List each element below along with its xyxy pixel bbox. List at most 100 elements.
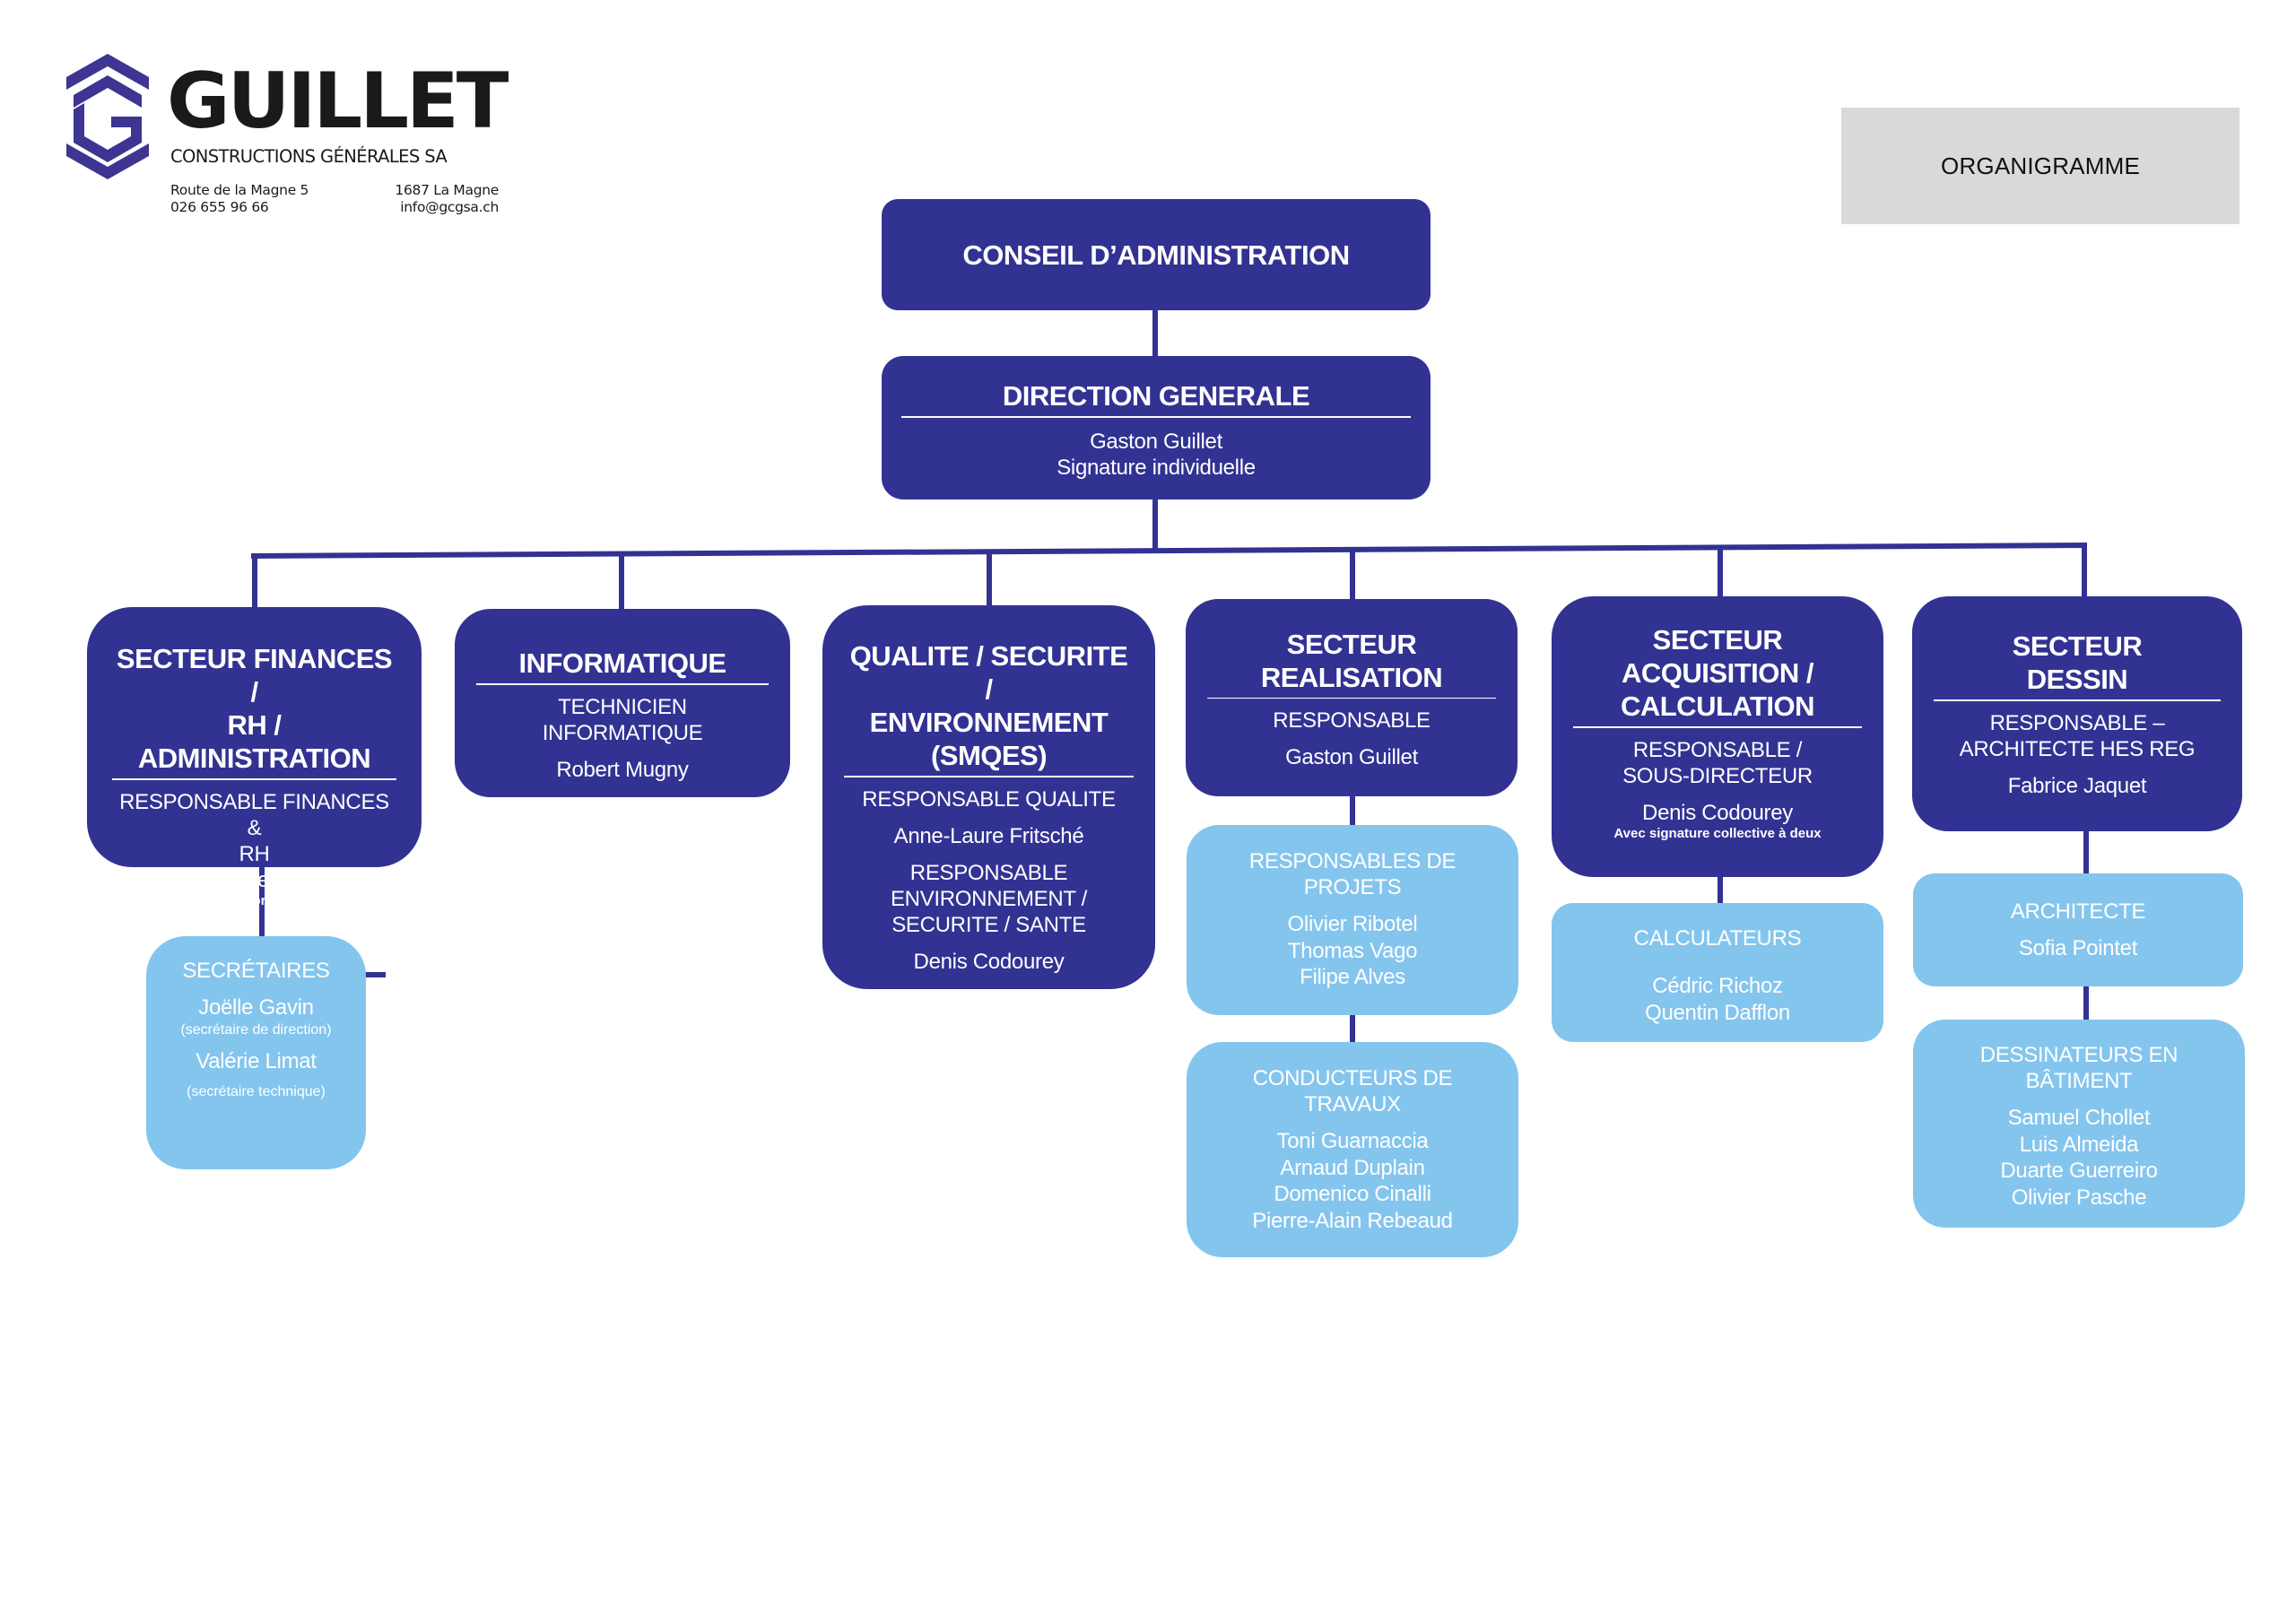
team-member-name: Cédric Richoz [1652, 974, 1783, 998]
divider [476, 683, 769, 685]
team-member-name: Luis Almeida [2019, 1132, 2139, 1157]
node-person: Gaston Guillet [1090, 430, 1222, 454]
node-title-line: SECTEUR [1652, 624, 1783, 656]
node-role-line: RESPONSABLE – [1989, 711, 2165, 735]
divider [844, 776, 1134, 777]
company-logo: GUILLET CONSTRUCTIONS GÉNÉRALES SA Route… [61, 54, 509, 224]
street-address: Route de la Magne 5 [170, 182, 309, 198]
divider [1207, 698, 1496, 699]
node-title-line: ACQUISITION / [1622, 657, 1813, 689]
node-dessinateurs: DESSINATEURS EN BÂTIMENT Samuel Chollet … [1913, 1020, 2245, 1228]
node-title-line: INFORMATIQUE [518, 647, 726, 679]
node-title-line: ENVIRONNEMENT [869, 707, 1109, 738]
node-conducteurs-travaux: CONDUCTEURS DE TRAVAUX Toni Guarnaccia A… [1187, 1042, 1518, 1257]
node-role-line: RESPONSABLE / [1632, 738, 1803, 762]
node-title-line: QUALITE / SECURITE / [849, 640, 1128, 705]
node-role-line: TECHNICIEN INFORMATIQUE [542, 695, 703, 745]
node-role-line: RH [239, 842, 270, 866]
node-role-line: ENVIRONNEMENT / [890, 887, 1088, 911]
node-person: Robert Mugny [556, 758, 689, 782]
team-member-name: Sofia Pointet [2018, 936, 2138, 960]
node-informatique: INFORMATIQUE TECHNICIEN INFORMATIQUE Rob… [455, 609, 790, 797]
node-role-line: ARCHITECTE HES REG [1959, 737, 2196, 761]
divider [1573, 726, 1862, 728]
node-note: Signature individuelle [1057, 456, 1256, 480]
team-member-name: Arnaud Duplain [1280, 1155, 1425, 1180]
node-responsables-projets: RESPONSABLES DE PROJETS Olivier Ribotel … [1187, 825, 1518, 1015]
node-person: Denis Codourey [1642, 801, 1793, 825]
node-role-line: SECURITE / SANTE [891, 913, 1086, 937]
document-title: ORGANIGRAMME [1941, 152, 2140, 179]
node-person: Denis Codourey [913, 950, 1065, 974]
team-title: SECRÉTAIRES [182, 959, 330, 983]
node-secretaires: SECRÉTAIRES Joëlle Gavin (secrétaire de … [146, 936, 366, 1169]
node-secteur-acquisition: SECTEUR ACQUISITION / CALCULATION RESPON… [1552, 596, 1883, 877]
node-note: Avec signature collective à deux [1613, 826, 1822, 841]
team-title-line: TRAVAUX [1304, 1092, 1401, 1116]
node-person: Fabrice Jaquet [2007, 774, 2147, 798]
node-role-line: RESPONSABLE QUALITE [862, 787, 1116, 812]
company-name: GUILLET [167, 56, 509, 146]
team-member-note: (secrétaire de direction) [180, 1021, 332, 1038]
team-title: ARCHITECTE [2010, 899, 2146, 924]
node-title-line: CALCULATION [1620, 690, 1815, 722]
node-role-line: RESPONSABLE [909, 861, 1068, 885]
team-title-line: PROJETS [1303, 875, 1402, 899]
node-title-line: SECTEUR [1286, 629, 1417, 660]
node-architecte: ARCHITECTE Sofia Pointet [1913, 873, 2243, 986]
company-subtitle: CONSTRUCTIONS GÉNÉRALES SA [170, 146, 448, 167]
team-member-name: Toni Guarnaccia [1276, 1129, 1429, 1153]
email-address: info@gcgsa.ch [400, 199, 499, 215]
hexagon-g-logo-icon [66, 54, 149, 179]
team-member-name: Samuel Chollet [2007, 1106, 2151, 1130]
node-person: Gaston Guillet [1285, 745, 1418, 769]
team-title-line: DESSINATEURS EN [1979, 1043, 2179, 1067]
divider [1934, 699, 2221, 701]
team-member-name: Joëlle Gavin [198, 995, 314, 1020]
team-title-line: CONDUCTEURS DE [1252, 1066, 1453, 1090]
team-member-name: Domenico Cinalli [1274, 1182, 1431, 1206]
node-secteur-dessin: SECTEUR DESSIN RESPONSABLE – ARCHITECTE … [1912, 596, 2242, 831]
team-member-name: Pierre-Alain Rebeaud [1252, 1208, 1453, 1233]
node-person: Anne-Laure Fritsché [159, 868, 350, 892]
connector-bus [250, 542, 2088, 560]
contact-block: 1687 La Magne info@gcgsa.ch [395, 182, 499, 216]
node-secteur-realisation: SECTEUR REALISATION RESPONSABLE Gaston G… [1186, 599, 1518, 796]
node-note: Fondée de procuration [181, 893, 327, 908]
team-member-name: Filipe Alves [1300, 965, 1405, 989]
node-person: Anne-Laure Fritsché [893, 824, 1084, 848]
node-conseil-administration: CONSEIL D’ADMINISTRATION [882, 199, 1431, 310]
node-title-line: REALISATION [1260, 662, 1443, 693]
team-member-name: Quentin Dafflon [1645, 1000, 1790, 1025]
node-role-line: RESPONSABLE [1273, 708, 1431, 733]
team-member-name: Duarte Guerreiro [2000, 1159, 2158, 1183]
node-qualite-securite: QUALITE / SECURITE / ENVIRONNEMENT (SMQE… [822, 605, 1155, 989]
document-title-box: ORGANIGRAMME [1841, 108, 2239, 224]
team-member-name: Olivier Ribotel [1287, 912, 1418, 936]
node-secteur-finances: SECTEUR FINANCES / RH / ADMINISTRATION R… [87, 607, 422, 908]
node-title-line: SECTEUR FINANCES / [116, 643, 393, 708]
divider [901, 416, 1411, 418]
address-block: Route de la Magne 5 026 655 96 66 [170, 182, 309, 216]
node-title-line: RH / ADMINISTRATION [137, 709, 371, 774]
team-member-name: Valérie Limat [196, 1048, 317, 1073]
node-calculateurs: CALCULATEURS Cédric Richoz Quentin Daffl… [1552, 903, 1883, 1042]
team-member-name: Thomas Vago [1287, 938, 1418, 963]
node-title-line: (SMQES) [930, 740, 1048, 771]
team-title-line: BÂTIMENT [2025, 1069, 2133, 1093]
divider [112, 778, 396, 780]
team-title: CALCULATEURS [1633, 926, 1802, 951]
node-role-line: SOUS-DIRECTEUR [1622, 764, 1813, 788]
team-title-line: RESPONSABLES DE [1248, 849, 1457, 873]
node-title: CONSEIL D’ADMINISTRATION [962, 239, 1350, 271]
node-title: DIRECTION GENERALE [1002, 380, 1310, 412]
node-role-line: RESPONSABLE FINANCES & [119, 790, 389, 840]
phone-number: 026 655 96 66 [170, 199, 269, 215]
team-member-name: Olivier Pasche [2011, 1185, 2147, 1210]
node-direction-generale: DIRECTION GENERALE Gaston Guillet Signat… [882, 356, 1431, 499]
postal-city: 1687 La Magne [395, 182, 499, 198]
team-member-note: (secrétaire technique) [187, 1084, 326, 1099]
node-title-line: SECTEUR [2012, 630, 2143, 662]
node-title-line: DESSIN [2026, 664, 2128, 695]
